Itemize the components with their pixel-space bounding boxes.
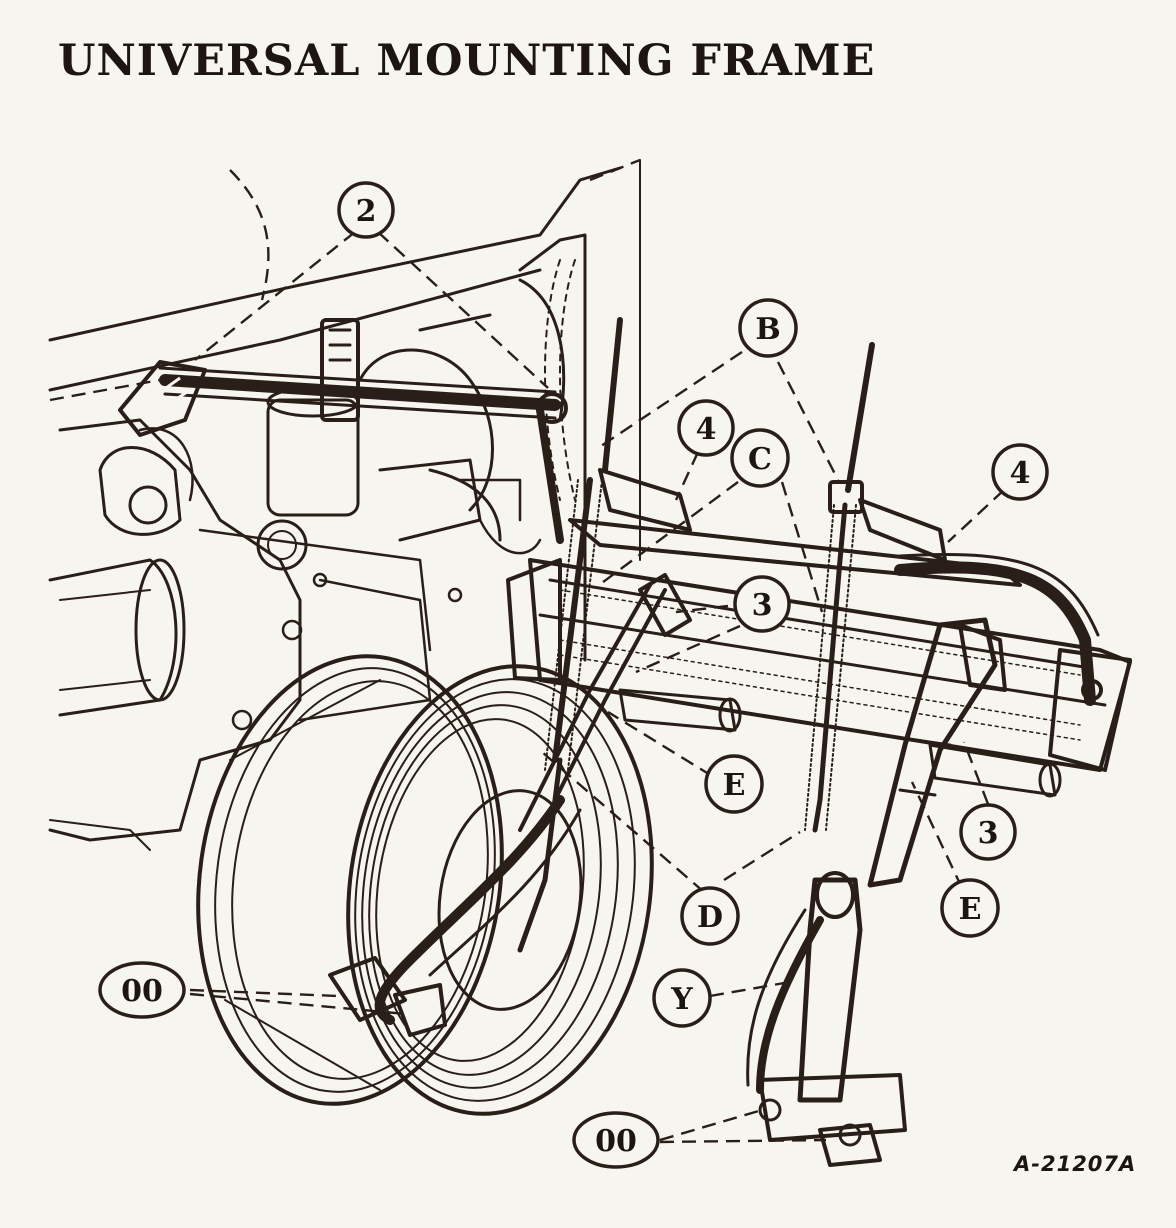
svg-text:00: 00 — [121, 974, 163, 1009]
callout-4-left: 4 — [677, 399, 735, 457]
callout-E-left: E — [704, 754, 764, 814]
callout-2: 2 — [337, 181, 395, 239]
callout-Y: Y — [652, 968, 712, 1028]
svg-text:4: 4 — [696, 412, 717, 447]
callout-3-upper: 3 — [733, 575, 791, 633]
callout-00-bottom: 00 — [572, 1111, 660, 1169]
svg-text:3: 3 — [978, 816, 999, 851]
wheel — [196, 654, 654, 1116]
right-arm-assembly — [746, 480, 1007, 1167]
left-arm-assembly — [328, 468, 692, 1037]
callout-E-right: E — [940, 878, 1000, 938]
svg-text:2: 2 — [356, 194, 377, 229]
svg-text:B: B — [755, 312, 780, 347]
callout-3-lower: 3 — [959, 803, 1017, 861]
steering-linkage — [118, 313, 568, 544]
callout-4-right: 4 — [991, 443, 1049, 501]
callout-B: B — [738, 298, 798, 358]
callout-C: C — [730, 428, 790, 488]
svg-text:E: E — [959, 892, 982, 927]
frame-bar — [506, 518, 1132, 798]
svg-text:4: 4 — [1010, 456, 1031, 491]
svg-text:00: 00 — [595, 1124, 637, 1159]
callout-D: D — [680, 886, 740, 946]
leader-lines — [189, 231, 1005, 1144]
page-title: UNIVERSAL MOUNTING FRAME — [58, 36, 876, 86]
tractor-body — [48, 158, 641, 851]
svg-text:Y: Y — [670, 982, 693, 1017]
svg-text:D: D — [697, 900, 723, 935]
figure-number: A-21207A — [1014, 1152, 1137, 1176]
svg-text:3: 3 — [752, 588, 773, 623]
svg-text:C: C — [748, 442, 772, 477]
svg-text:E: E — [723, 768, 746, 803]
callout-00-left: 00 — [98, 961, 186, 1019]
